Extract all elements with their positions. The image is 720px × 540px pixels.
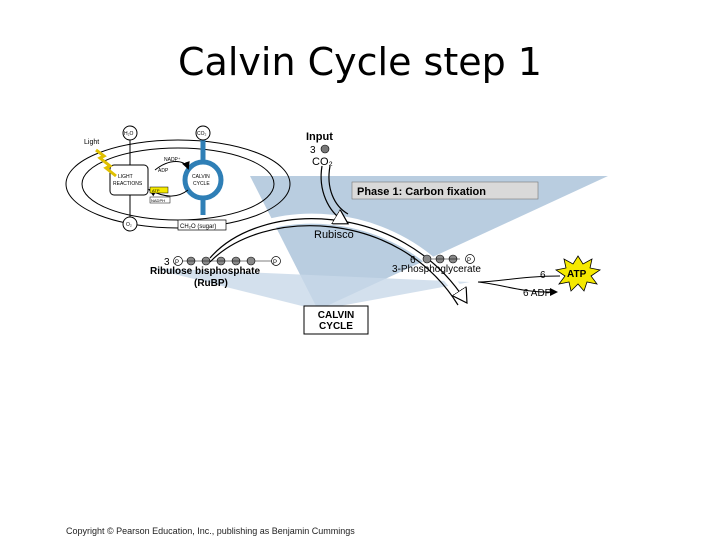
rubp-name: Ribulose bisphosphate (150, 266, 260, 277)
inset-h2o-label: H₂O (124, 131, 134, 137)
inset-calvin-2: CYCLE (193, 181, 210, 187)
rubp-phosphate-right: P (273, 260, 277, 266)
atp-count: 6 (540, 270, 546, 281)
inset-calvin-1: CALVIN (192, 174, 210, 180)
phase-label: Phase 1: Carbon fixation (357, 186, 486, 198)
pga-phosphate: P (467, 258, 471, 264)
rubp-abbr: (RuBP) (194, 278, 228, 289)
co2-input-arrow (320, 165, 345, 222)
inset-light-reactions-1: LIGHT (118, 174, 133, 180)
copyright-text: Copyright © Pearson Education, Inc., pub… (66, 526, 355, 536)
cycle-label-2: CYCLE (319, 321, 353, 332)
inset-adp-label: ADP (158, 168, 169, 174)
inset-nadph-label: NADPH (151, 198, 165, 203)
input-count: 3 (310, 145, 316, 156)
inset-light-label: Light (84, 139, 99, 146)
pga-molecule: 6 P (410, 254, 475, 266)
phase-1-box (351, 181, 539, 200)
pga-count: 6 (410, 255, 416, 266)
calvin-cycle-box (303, 305, 369, 335)
rubp-phosphate-left: P (175, 260, 179, 266)
rubp-count: 3 (164, 257, 170, 268)
inset-o2-label: O₂ (126, 222, 132, 228)
adp-label: 6 ADP (523, 288, 552, 299)
rubp-molecule: 3 P P (164, 256, 281, 268)
overview-inset: Light H₂O CO₂ NADP⁺ ADP LIGHT REACTIONS … (65, 125, 291, 232)
atp-label: ATP (567, 269, 587, 280)
input-label: Input (306, 131, 333, 143)
inset-atp-label: ATP (152, 188, 160, 193)
calvin-cycle-mini (182, 159, 224, 201)
pga-name: 3-Phosphoglycerate (392, 264, 481, 275)
inset-nadp-label: NADP⁺ (164, 157, 181, 163)
light-reactions-box (109, 164, 149, 196)
atp-burst-icon (554, 255, 602, 292)
slide-title: Calvin Cycle step 1 (178, 40, 542, 84)
co2-molecule (320, 144, 330, 154)
inset-co2-label: CO₂ (197, 131, 207, 137)
enzyme-label: Rubisco (314, 229, 354, 241)
cycle-label-1: CALVIN (318, 310, 354, 321)
input-molecule: CO₂ (312, 156, 333, 168)
cycle-background-lower (150, 268, 470, 310)
inset-light-reactions-2: REACTIONS (113, 181, 143, 187)
inset-sugar-label: CH₂O (sugar) (180, 224, 216, 230)
light-bolt-icon (95, 148, 117, 178)
